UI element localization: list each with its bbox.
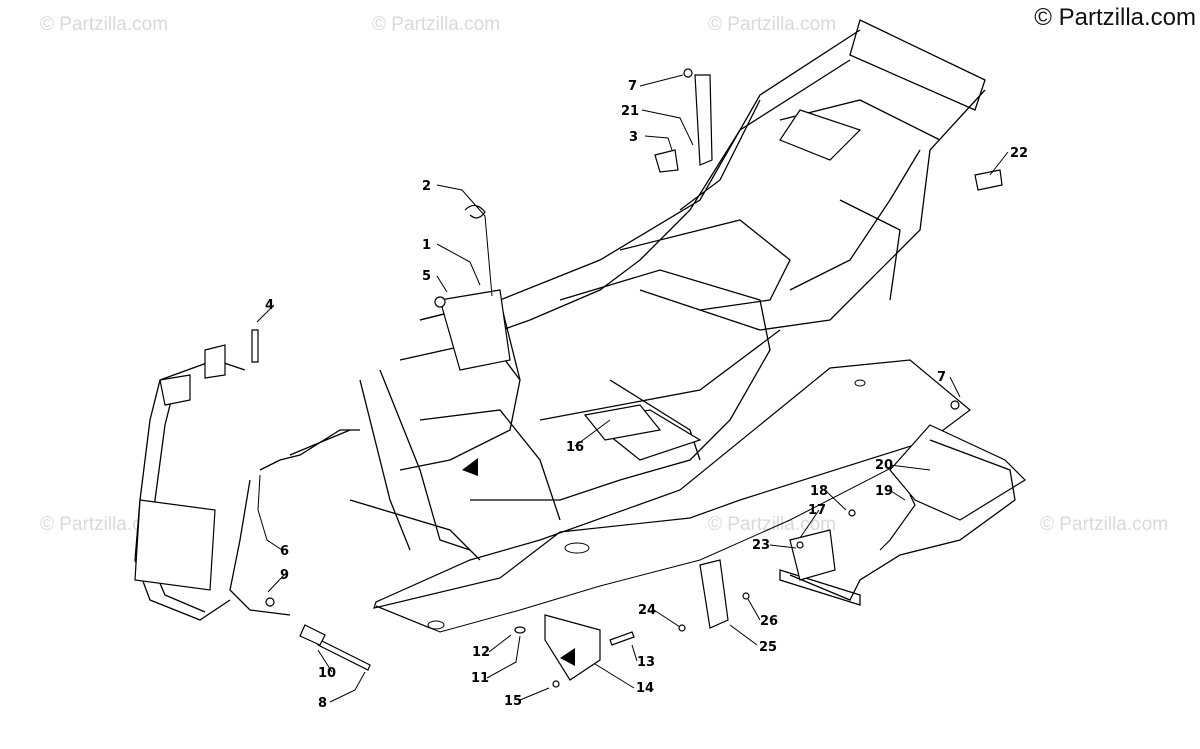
bracket-17 (789, 529, 836, 581)
callout-24: 24 (638, 603, 656, 618)
callout-1: 1 (422, 238, 431, 253)
callout-14: 14 (636, 681, 654, 696)
callout-26: 26 (760, 614, 778, 629)
callout-8: 8 (318, 696, 327, 711)
callout-18: 18 (810, 484, 828, 499)
nut-26 (742, 592, 750, 600)
callout-11: 11 (471, 671, 489, 686)
strap-19 (879, 494, 916, 551)
skid-plate-hole (564, 542, 590, 554)
cover-3 (654, 149, 679, 173)
watermark: © Partzilla.com (708, 14, 836, 35)
rear-rack-tube (789, 439, 1016, 601)
clip-2 (464, 204, 486, 219)
warning-marker (560, 648, 575, 666)
callout-labels: 1 2 3 4 5 6 7 7 8 9 10 11 12 13 14 15 16… (265, 79, 1028, 711)
skid-plate-hole (854, 379, 866, 387)
callout-5: 5 (422, 269, 431, 284)
bolt-24 (678, 624, 686, 632)
callout-3: 3 (629, 130, 638, 145)
decal-22 (974, 169, 1003, 191)
bolt-4 (251, 329, 259, 363)
bolt-7-right (950, 400, 960, 410)
callout-17: 17 (808, 503, 826, 518)
nut-11 (514, 626, 526, 634)
callout-7-top: 7 (628, 79, 637, 94)
callout-22: 22 (1010, 146, 1028, 161)
callout-12: 12 (472, 645, 490, 660)
watermark: © Partzilla.com (708, 514, 836, 535)
watermark: © Partzilla.com (40, 14, 168, 35)
leader-lines (256, 74, 1009, 703)
callout-13: 13 (637, 655, 655, 670)
bolt-7-top (683, 68, 693, 78)
callout-19: 19 (875, 484, 893, 499)
nut-23 (796, 541, 804, 549)
bushing-10 (299, 624, 326, 646)
callout-23: 23 (752, 538, 770, 553)
bracket-25 (699, 559, 729, 629)
decal-16 (583, 404, 662, 441)
nut-5 (434, 296, 446, 308)
skid-plate-hole (427, 620, 445, 630)
warning-marker (462, 458, 478, 476)
callout-20: 20 (875, 458, 893, 473)
watermark: © Partzilla.com (372, 14, 500, 35)
copyright-notice: © Partzilla.com (1034, 4, 1196, 31)
nut-18 (848, 509, 856, 517)
callout-7-right: 7 (937, 370, 946, 385)
callout-2: 2 (422, 179, 431, 194)
washer-9 (265, 597, 275, 607)
bolt-13 (609, 631, 635, 646)
callout-10: 10 (318, 666, 336, 681)
rear-hitch-bar (779, 569, 861, 606)
callout-4: 4 (265, 298, 274, 313)
callout-25: 25 (759, 640, 777, 655)
watermark: © Partzilla.com (1040, 514, 1168, 535)
callout-16: 16 (566, 440, 584, 455)
watermark: © Partzilla.com (40, 514, 168, 535)
callout-9: 9 (280, 568, 289, 583)
watermark-layer: © Partzilla.com © Partzilla.com © Partzi… (40, 14, 1168, 535)
callout-21: 21 (621, 104, 639, 119)
nut-15 (552, 680, 560, 688)
front-bumper (134, 344, 360, 621)
rear-rack (889, 424, 1026, 521)
bracket-21 (694, 74, 713, 166)
skid-plate-edge (375, 447, 931, 633)
bracket-14 (544, 614, 601, 681)
callout-15: 15 (504, 694, 522, 709)
callout-6: 6 (280, 544, 289, 559)
